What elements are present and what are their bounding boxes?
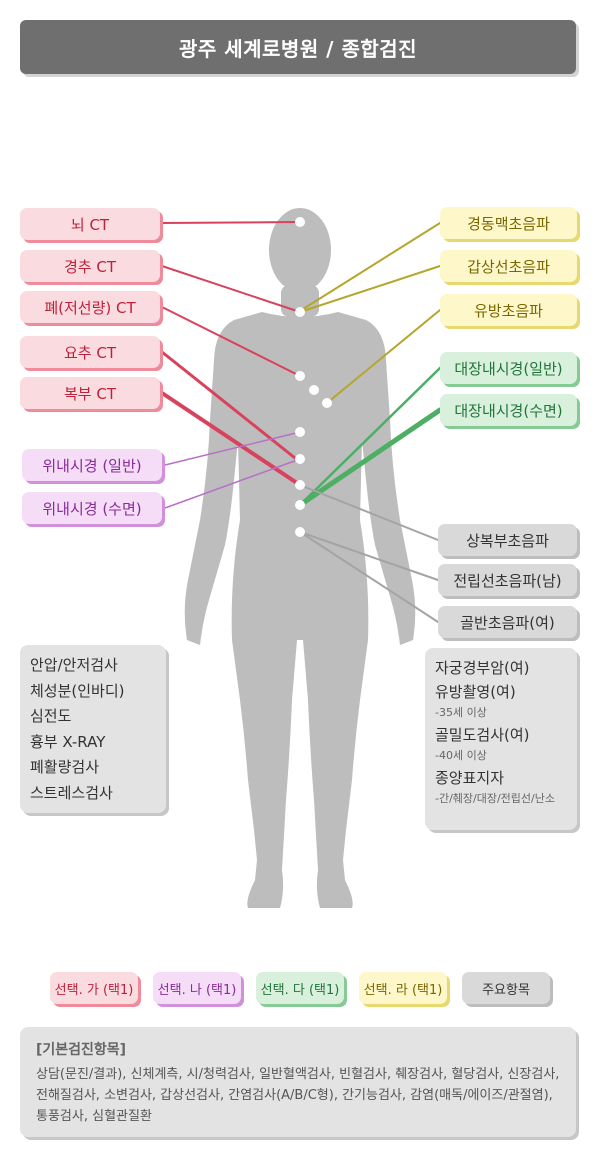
label-colonoscopy-regular: 대장내시경(일반) — [440, 352, 577, 384]
label-abdomen-ct: 복부 CT — [20, 377, 160, 409]
basic-items-box: [기본검진항목] 상담(문진/결과), 신체계측, 시/청력검사, 일반혈액검사… — [20, 1027, 576, 1137]
page-header: 광주 세계로병원 / 종합검진 — [20, 20, 576, 74]
label-brain-ct: 뇌 CT — [20, 208, 160, 240]
label-cervical-ct: 경추 CT — [20, 250, 160, 282]
legend-main-items: 주요항목 — [462, 972, 550, 1004]
female-item: 자궁경부암(여) — [435, 659, 530, 677]
label-thyroid-ultrasound: 갑상선초음파 — [440, 250, 577, 282]
female-item-note: -40세 이상 — [435, 749, 487, 762]
female-item-note: -간/췌장/대장/전립선/난소 — [435, 792, 555, 805]
legend-option-ra: 선택. 라 (택1) — [359, 972, 447, 1004]
basic-item: 흉부 X-RAY — [30, 732, 106, 751]
label-carotid-ultrasound: 경동맥초음파 — [440, 207, 577, 239]
female-exam-box: 자궁경부암(여) 유방촬영(여) -35세 이상 골밀도검사(여) -40세 이… — [425, 648, 577, 830]
basic-exam-box: 안압/안저검사 체성분(인바디) 심전도 흉부 X-RAY 폐활량검사 스트레스… — [20, 645, 166, 813]
basic-items-text: 상담(문진/결과), 신체계측, 시/청력검사, 일반혈액검사, 빈혈검사, 췌… — [36, 1067, 560, 1124]
basic-item: 심전도 — [30, 707, 72, 725]
label-lung-ct: 폐(저선량) CT — [20, 291, 160, 323]
label-pelvic-ultrasound: 골반초음파(여) — [438, 606, 577, 638]
label-colonoscopy-sleep: 대장내시경(수면) — [440, 394, 577, 426]
basic-item: 스트레스검사 — [30, 783, 113, 802]
female-item: 유방촬영(여) — [435, 683, 516, 701]
female-item-note: -35세 이상 — [435, 706, 487, 719]
basic-item: 체성분(인바디) — [30, 681, 125, 700]
basic-item: 폐활량검사 — [30, 758, 100, 776]
legend-option-ga: 선택. 가 (택1) — [50, 972, 138, 1004]
legend-option-da: 선택. 다 (택1) — [256, 972, 344, 1004]
organ-markers — [295, 217, 332, 537]
label-upper-abdomen-ultrasound: 상복부초음파 — [438, 524, 577, 556]
connector-lines — [160, 221, 443, 623]
page-title: 광주 세계로병원 / 종합검진 — [178, 36, 418, 61]
label-lumbar-ct: 요추 CT — [20, 336, 160, 368]
female-item: 골밀도검사(여) — [435, 726, 530, 744]
female-item: 종양표지자 — [435, 769, 505, 787]
basic-items-title: [기본검진항목] — [36, 1042, 127, 1058]
label-gastroscopy-regular: 위내시경 (일반) — [22, 449, 162, 481]
label-breast-ultrasound: 유방초음파 — [440, 294, 577, 326]
label-prostate-ultrasound: 전립선초음파(남) — [438, 564, 577, 596]
label-gastroscopy-sleep: 위내시경 (수면) — [22, 492, 162, 524]
basic-item: 안압/안저검사 — [30, 656, 118, 674]
legend-option-na: 선택. 나 (택1) — [153, 972, 241, 1004]
